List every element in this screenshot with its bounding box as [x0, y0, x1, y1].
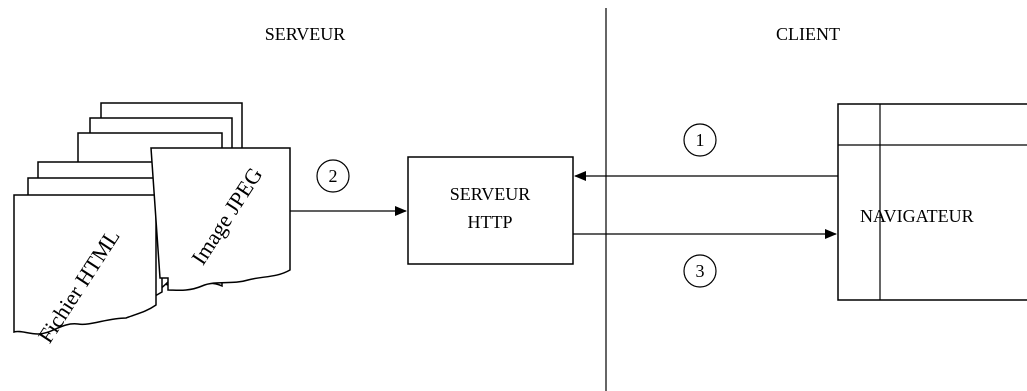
browser-window — [837, 103, 1027, 301]
jpeg-image-page — [150, 147, 291, 292]
step-number: 1 — [696, 130, 705, 150]
http-server-label-line2: HTTP — [468, 212, 513, 232]
http-server-node: SERVEUR HTTP — [407, 156, 574, 265]
step-marker-2: 2 — [316, 159, 350, 193]
server-section-title: SERVEUR — [265, 24, 346, 44]
step-circle — [316, 159, 350, 193]
step-marker-1: 1 — [683, 123, 717, 157]
jpeg-image-document: Image JPEG — [150, 147, 291, 292]
step-number: 2 — [329, 166, 338, 186]
step-circle — [683, 254, 717, 288]
step-marker-3: 3 — [683, 254, 717, 288]
html-file-page — [13, 194, 157, 335]
step-number: 3 — [696, 261, 705, 281]
browser-label: NAVIGATEUR — [860, 206, 974, 226]
browser-node: NAVIGATEUR — [837, 103, 1027, 301]
html-file-stack: Fichier HTML — [13, 161, 173, 347]
step-circle — [683, 123, 717, 157]
http-server-label-line1: SERVEUR — [450, 184, 531, 204]
http-server-box — [407, 156, 574, 265]
client-section-title: CLIENT — [776, 24, 840, 44]
